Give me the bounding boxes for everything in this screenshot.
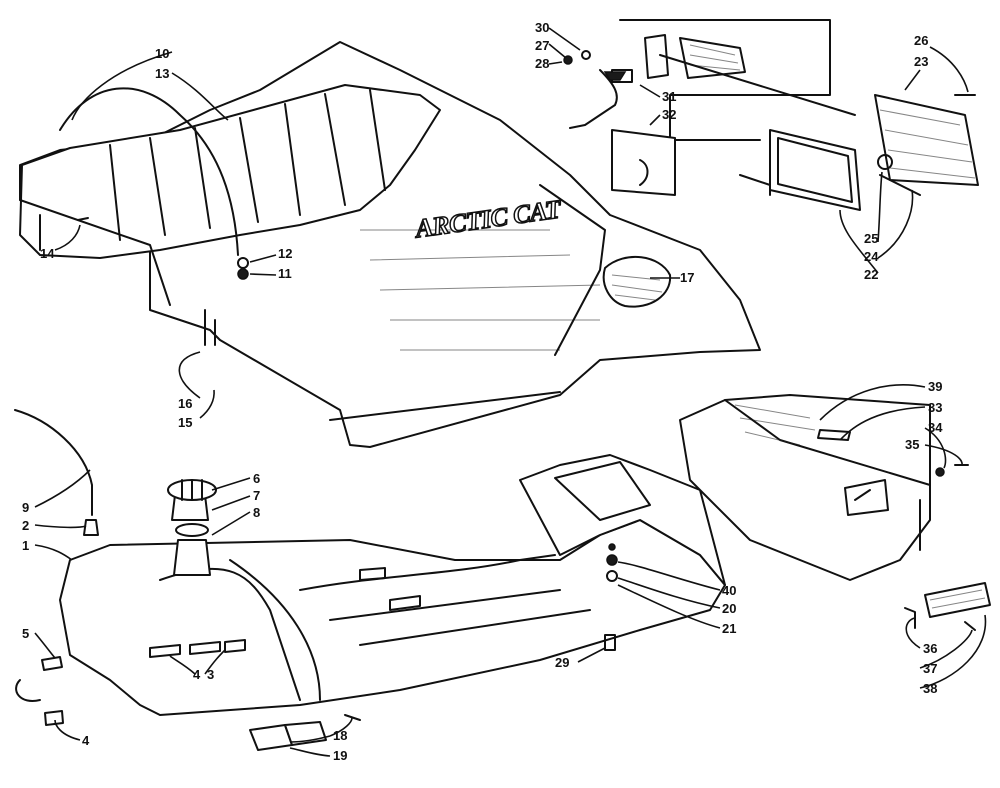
seat-assembly: ARCTIC CAT <box>19 41 761 448</box>
callout-20: 20 <box>722 601 736 616</box>
callout-25: 25 <box>864 231 878 246</box>
callout-14: 14 <box>40 246 55 261</box>
callout-18: 18 <box>333 728 347 743</box>
callout-35: 35 <box>905 437 919 452</box>
callout-21: 21 <box>722 621 736 636</box>
callout-22: 22 <box>864 267 878 282</box>
leader-lines <box>34 27 987 757</box>
callout-4-lower: 4 <box>82 733 90 748</box>
callout-15: 15 <box>178 415 192 430</box>
tank-assembly <box>14 409 726 751</box>
callout-8: 8 <box>253 505 260 520</box>
callout-33: 33 <box>928 400 942 415</box>
callout-7: 7 <box>253 488 260 503</box>
callout-1: 1 <box>22 538 29 553</box>
callout-31: 31 <box>662 89 676 104</box>
callout-11: 11 <box>278 266 292 281</box>
callout-6: 6 <box>253 471 260 486</box>
callout-17: 17 <box>680 270 694 285</box>
callout-13: 13 <box>155 66 169 81</box>
callout-26: 26 <box>914 33 928 48</box>
callout-2: 2 <box>22 518 29 533</box>
callout-10: 10 <box>155 46 169 61</box>
callout-34: 34 <box>928 420 943 435</box>
callout-5: 5 <box>22 626 29 641</box>
callout-40: 40 <box>722 583 736 598</box>
callout-19: 19 <box>333 748 347 763</box>
callout-12: 12 <box>278 246 292 261</box>
callout-27: 27 <box>535 38 549 53</box>
callout-36: 36 <box>923 641 937 656</box>
callout-9: 9 <box>22 500 29 515</box>
callout-24: 24 <box>864 249 879 264</box>
callout-4: 4 <box>193 667 201 682</box>
taillight-assembly <box>563 19 979 211</box>
callout-28: 28 <box>535 56 549 71</box>
callout-38: 38 <box>923 681 937 696</box>
rear-hood-assembly <box>679 394 991 631</box>
callout-29: 29 <box>555 655 569 670</box>
callout-labels: 10 13 14 12 11 17 16 15 30 27 28 31 32 2… <box>22 20 943 763</box>
callout-30: 30 <box>535 20 549 35</box>
callout-23: 23 <box>914 54 928 69</box>
callout-32: 32 <box>662 107 676 122</box>
callout-37: 37 <box>923 661 937 676</box>
callout-39: 39 <box>928 379 942 394</box>
callout-3: 3 <box>207 667 214 682</box>
callout-16: 16 <box>178 396 192 411</box>
